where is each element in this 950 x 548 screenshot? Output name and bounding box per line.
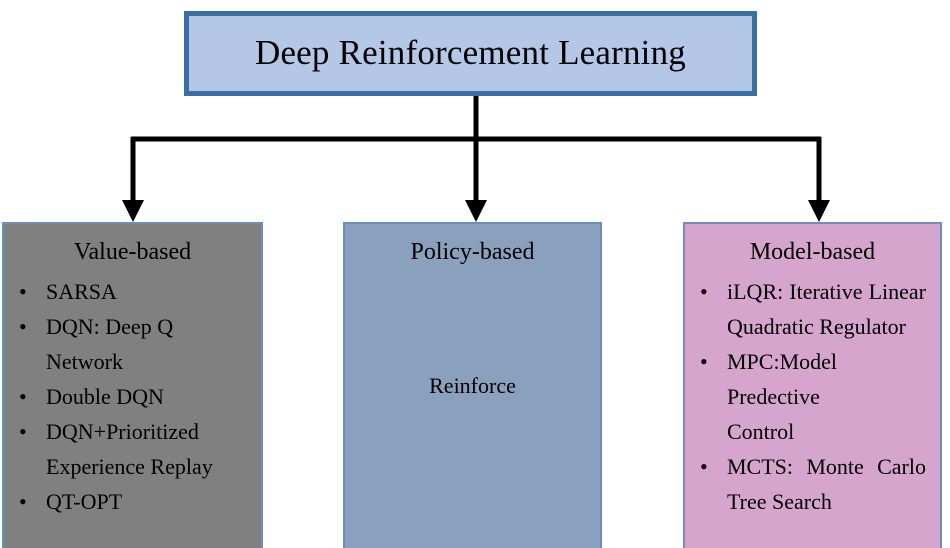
branch-list-value-based: SARSA DQN: Deep Q Network Double DQN DQN… <box>4 274 261 519</box>
list-item[interactable]: DQN: Deep Q Network <box>14 309 247 379</box>
branch-note-policy-based: Reinforce <box>429 373 516 398</box>
list-item[interactable]: Double DQN <box>14 379 247 414</box>
list-item[interactable]: MCTS: Monte Carlo Tree Search <box>695 449 926 519</box>
list-item-line: MPC:Model Predective <box>727 349 838 409</box>
list-item-line: iLQR: Iterative Linear <box>727 279 926 304</box>
root-node-label: Deep Reinforcement Learning <box>254 33 687 73</box>
arrowhead-left <box>122 200 144 222</box>
branch-title-policy-based: Policy-based <box>410 239 535 265</box>
branch-box-model-based[interactable]: Model-based iLQR: Iterative Linear Quadr… <box>683 222 942 548</box>
list-item-line: QT-OPT <box>46 489 123 514</box>
list-item-line-continued: Tree Search <box>727 489 832 514</box>
branch-title-model-based: Model-based <box>749 239 876 265</box>
arrowhead-middle <box>465 200 487 222</box>
list-item-line: Double DQN <box>46 384 164 409</box>
arrowhead-right <box>808 200 830 222</box>
list-item-line: DQN+Prioritized <box>46 419 199 444</box>
branch-title-value-based: Value-based <box>73 239 192 265</box>
list-item[interactable]: MPC:Model Predective Control <box>695 344 926 449</box>
list-item[interactable]: DQN+Prioritized Experience Replay <box>14 414 247 484</box>
branch-box-value-based[interactable]: Value-based SARSA DQN: Deep Q Network Do… <box>2 222 263 548</box>
branch-box-policy-based[interactable]: Policy-based Reinforce <box>343 222 602 548</box>
list-item[interactable]: QT-OPT <box>14 484 247 519</box>
list-item-line-continued: Quadratic Regulator <box>727 314 906 339</box>
list-item-line: MCTS: Monte Carlo <box>727 454 926 479</box>
list-item-line-continued: Control <box>727 419 795 444</box>
list-item-line-continued: Experience Replay <box>46 454 213 479</box>
list-item-line: DQN: Deep Q Network <box>46 314 174 374</box>
list-item[interactable]: iLQR: Iterative Linear Quadratic Regulat… <box>695 274 926 344</box>
root-node-deep-reinforcement-learning[interactable]: Deep Reinforcement Learning <box>184 11 757 96</box>
list-item[interactable]: SARSA <box>14 274 247 309</box>
list-item-line: SARSA <box>46 279 117 304</box>
branch-list-model-based: iLQR: Iterative Linear Quadratic Regulat… <box>685 274 940 519</box>
